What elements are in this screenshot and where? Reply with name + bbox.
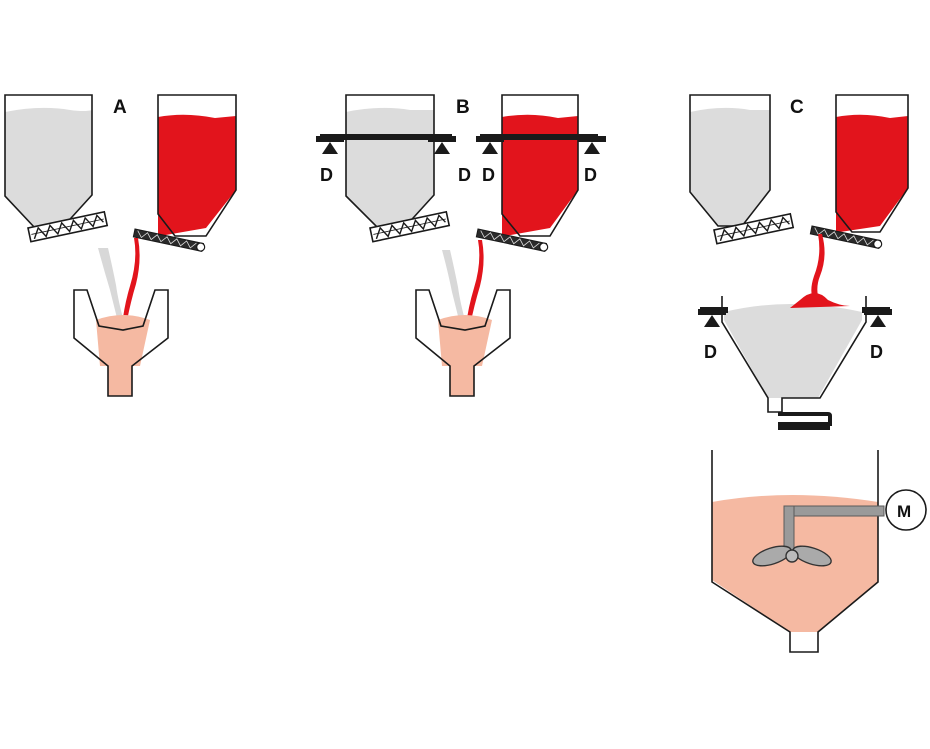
scale-label-b-4: D [584, 165, 597, 185]
agitator [752, 505, 885, 567]
panel-a-label: A [113, 97, 127, 118]
panel-a: A [4, 94, 237, 397]
scale-label-b-2: D [458, 165, 471, 185]
red-hopper-a [157, 94, 237, 237]
red-stream-b [466, 240, 484, 326]
red-hopper-c [835, 94, 909, 233]
y-mixer-b [415, 289, 511, 397]
scale-c-2 [864, 309, 892, 327]
grey-hopper-c [689, 94, 771, 227]
scale-label-c-2: D [870, 342, 883, 362]
scale-label-b-1: D [320, 165, 333, 185]
mixing-tank-c [711, 450, 879, 653]
scale-label-c-1: D [704, 342, 717, 362]
red-stream-a [122, 238, 140, 326]
grey-stream-b [442, 250, 466, 324]
red-hopper-b [480, 94, 598, 237]
scale-b-1 [316, 136, 344, 154]
y-mixer-a [73, 289, 169, 397]
panel-b: B D D D D [316, 94, 606, 397]
scale-b-4 [578, 136, 606, 154]
red-stream-c [811, 234, 825, 296]
grey-stream-a [98, 248, 124, 322]
grey-hopper-a [4, 94, 93, 229]
panel-b-label: B [456, 97, 470, 118]
scale-label-b-3: D [482, 165, 495, 185]
panel-c-label: C [790, 97, 804, 118]
motor-icon: M [885, 489, 927, 531]
panel-c: C D D [689, 94, 927, 653]
impeller-icon [752, 545, 832, 567]
scale-b-3 [476, 136, 504, 154]
motor-label: M [897, 502, 911, 521]
grey-hopper-b [320, 94, 452, 229]
weigh-hopper-c [700, 293, 890, 430]
